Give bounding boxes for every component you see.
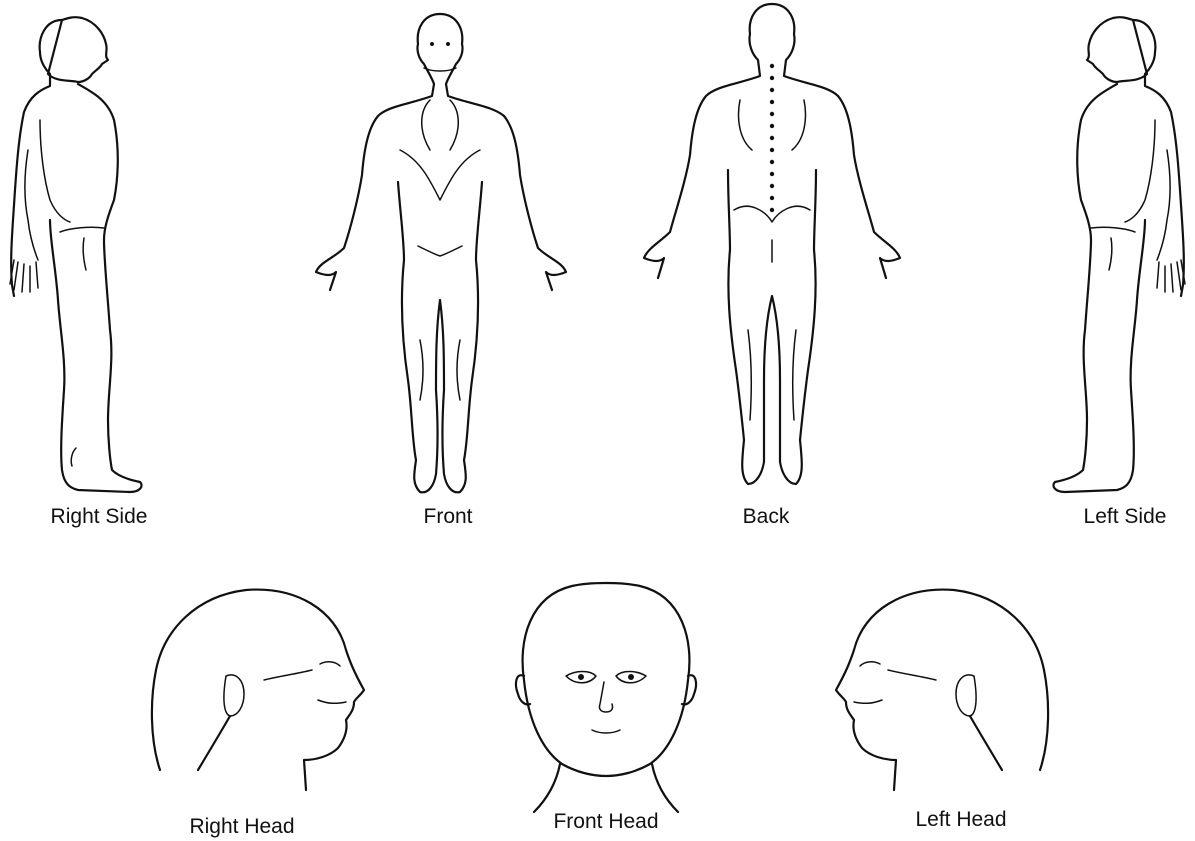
left-head-figure	[836, 590, 1048, 790]
label-right-head: Right Head	[189, 815, 294, 839]
left-side-figure	[1053, 17, 1185, 492]
right-head-figure	[152, 590, 364, 790]
label-back: Back	[743, 505, 790, 529]
label-left-side: Left Side	[1084, 505, 1167, 529]
label-front: Front	[423, 505, 472, 529]
label-front-head: Front Head	[553, 810, 658, 834]
label-right-side: Right Side	[51, 505, 148, 529]
spine-dots	[770, 64, 774, 212]
front-figure	[316, 14, 566, 492]
back-figure	[644, 4, 900, 484]
right-side-figure	[10, 17, 142, 492]
label-left-head: Left Head	[915, 808, 1006, 832]
front-head-figure	[516, 583, 696, 812]
